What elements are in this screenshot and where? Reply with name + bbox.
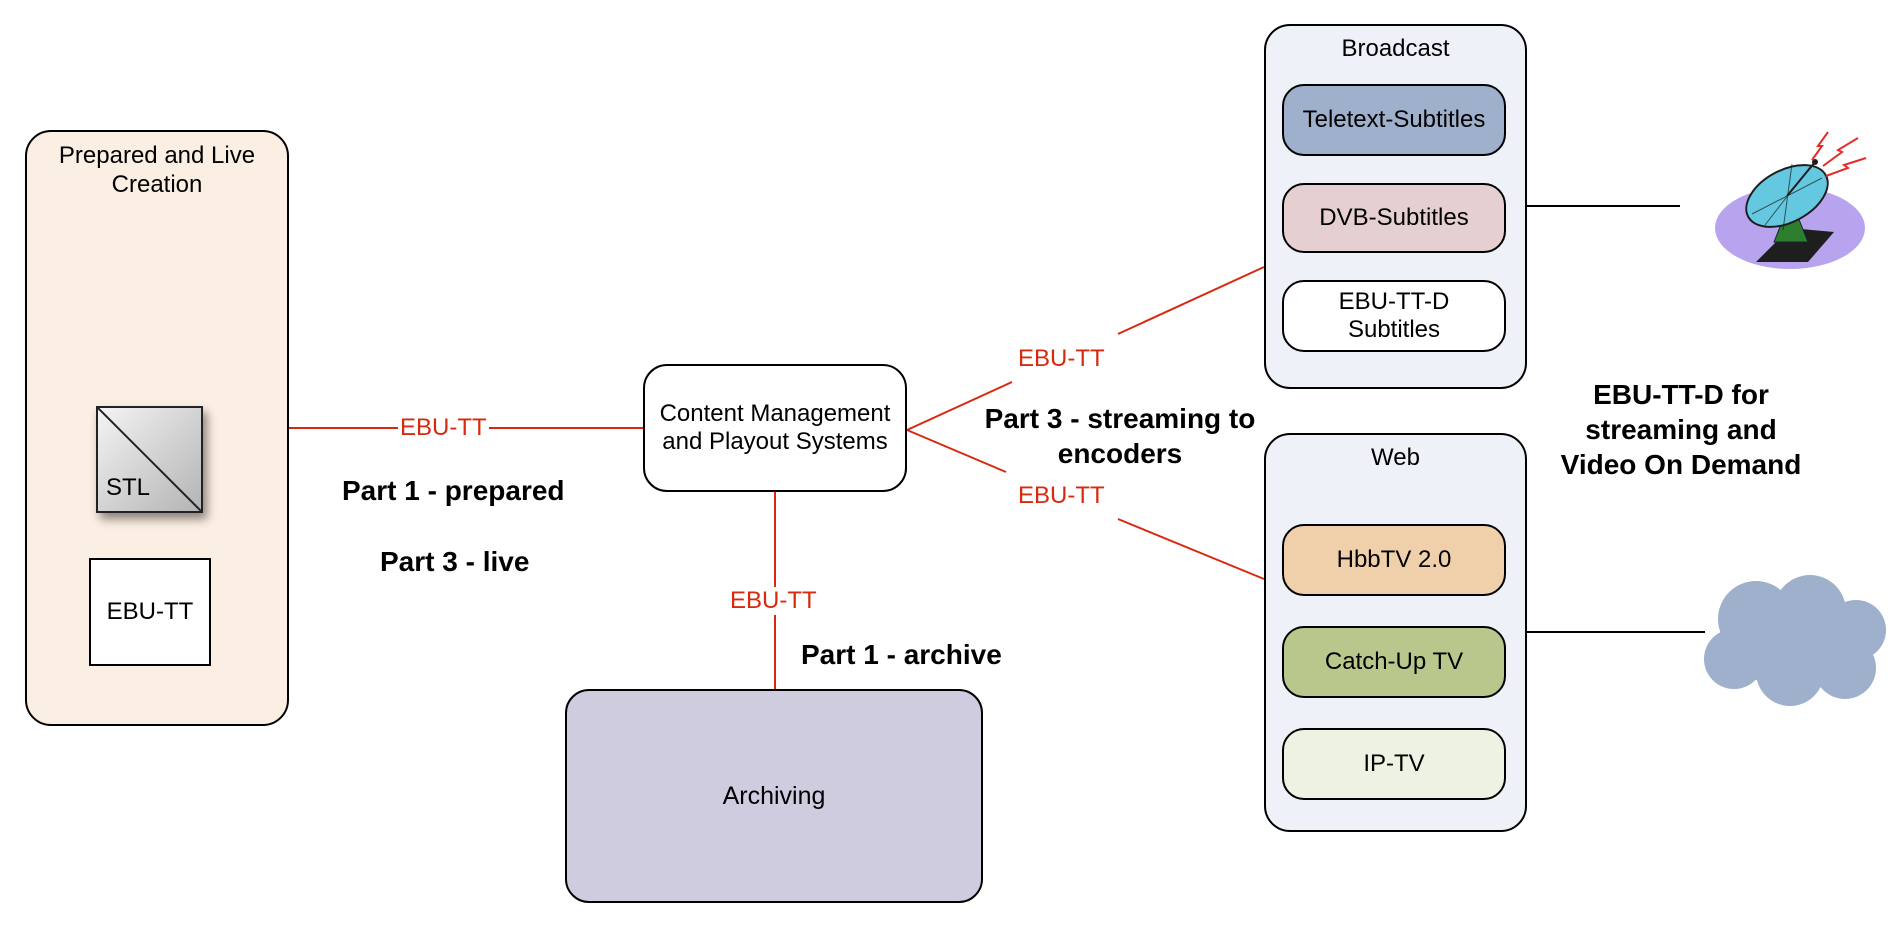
catch-up-tv-label: Catch-Up TV: [1324, 648, 1464, 675]
part1-prepared-label: Part 1 - prepared: [342, 475, 565, 506]
ebu-tt-d-streaming-label: EBU-TT-D for streaming and Video On Dema…: [1560, 379, 1802, 480]
stl-diagonal: [98, 408, 201, 511]
teletext-subtitles-item: Teletext-Subtitles: [1282, 84, 1506, 156]
edge-cms-to-web-lower: [906, 429, 1007, 473]
edge-label-creation-to-cms: EBU-TT: [398, 414, 489, 442]
part3-live-label: Part 3 - live: [380, 546, 530, 577]
cloud-icon: [1704, 575, 1886, 706]
ebu-tt-d-subtitles-item: EBU-TT-D Subtitles: [1282, 280, 1506, 352]
teletext-subtitles-label: Teletext-Subtitles: [1302, 106, 1486, 133]
broadcast-title: Broadcast: [1341, 35, 1450, 62]
catch-up-tv-item: Catch-Up TV: [1282, 626, 1506, 698]
hbbtv-label: HbbTV 2.0: [1336, 546, 1452, 573]
archiving-node: Archiving: [565, 689, 983, 903]
dvb-subtitles-label: DVB-Subtitles: [1319, 204, 1469, 231]
ip-tv-label: IP-TV: [1363, 750, 1425, 777]
hbbtv-item: HbbTV 2.0: [1282, 524, 1506, 596]
satellite-dish-icon: [1715, 131, 1867, 269]
edge-cms-to-broadcast-lower: [906, 381, 1013, 431]
edge-label-cms-to-web: EBU-TT: [1016, 482, 1107, 510]
prepared-live-creation-title: Prepared and Live Creation: [58, 142, 256, 198]
archiving-label: Archiving: [722, 781, 826, 810]
edge-label-cms-to-broadcast: EBU-TT: [1016, 345, 1107, 373]
dvb-subtitles-item: DVB-Subtitles: [1282, 183, 1506, 253]
ebu-tt-d-subtitles-label: EBU-TT-D Subtitles: [1338, 288, 1450, 343]
part3-streaming-label: Part 3 - streaming to encoders: [984, 403, 1256, 469]
edge-cms-to-broadcast-upper: [1117, 266, 1265, 335]
ip-tv-item: IP-TV: [1282, 728, 1506, 800]
stl-label: STL: [106, 474, 151, 501]
ebu-tt-document: EBU-TT: [89, 558, 211, 666]
part1-archive-label: Part 1 - archive: [801, 639, 1002, 670]
content-management-label: Content Management and Playout Systems: [659, 400, 891, 455]
ebu-tt-document-label: EBU-TT: [106, 598, 194, 625]
content-management-node: Content Management and Playout Systems: [643, 364, 907, 492]
stl-document-icon: [96, 406, 203, 513]
edge-label-cms-to-archive: EBU-TT: [728, 587, 819, 615]
web-title: Web: [1371, 444, 1420, 471]
edge-cms-to-web-upper: [1117, 518, 1265, 580]
